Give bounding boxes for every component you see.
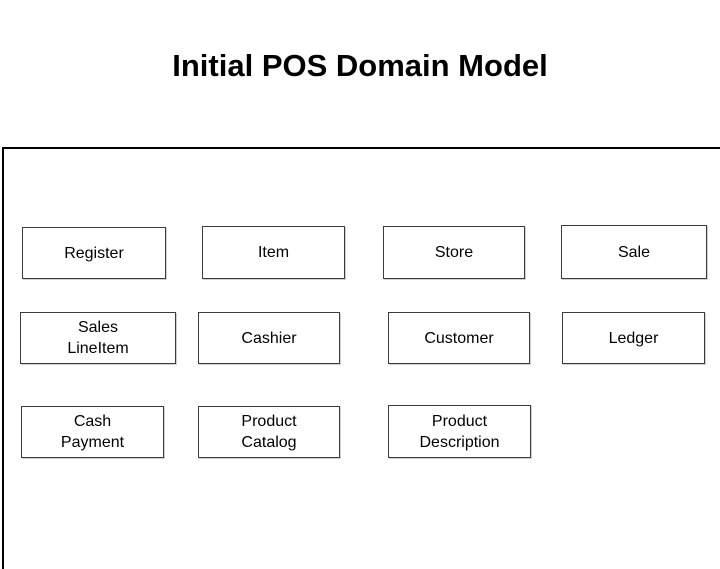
concept-box-sale: Sale bbox=[561, 225, 707, 279]
concept-box-product-catalog: Product Catalog bbox=[198, 406, 340, 458]
slide-canvas: { "slide": { "title": "Initial POS Domai… bbox=[2, 48, 720, 569]
concept-box-cash-payment: Cash Payment bbox=[21, 406, 164, 458]
page-title: Initial POS Domain Model bbox=[172, 48, 548, 83]
concept-box-store: Store bbox=[383, 226, 525, 279]
concept-box-sales-lineitem: Sales LineItem bbox=[20, 312, 176, 364]
concept-box-item: Item bbox=[202, 226, 345, 279]
concept-box-cashier: Cashier bbox=[198, 312, 340, 364]
concept-box-register: Register bbox=[22, 227, 166, 279]
concept-box-product-description: Product Description bbox=[388, 405, 531, 458]
concept-box-customer: Customer bbox=[388, 312, 530, 364]
concept-box-ledger: Ledger bbox=[562, 312, 705, 364]
